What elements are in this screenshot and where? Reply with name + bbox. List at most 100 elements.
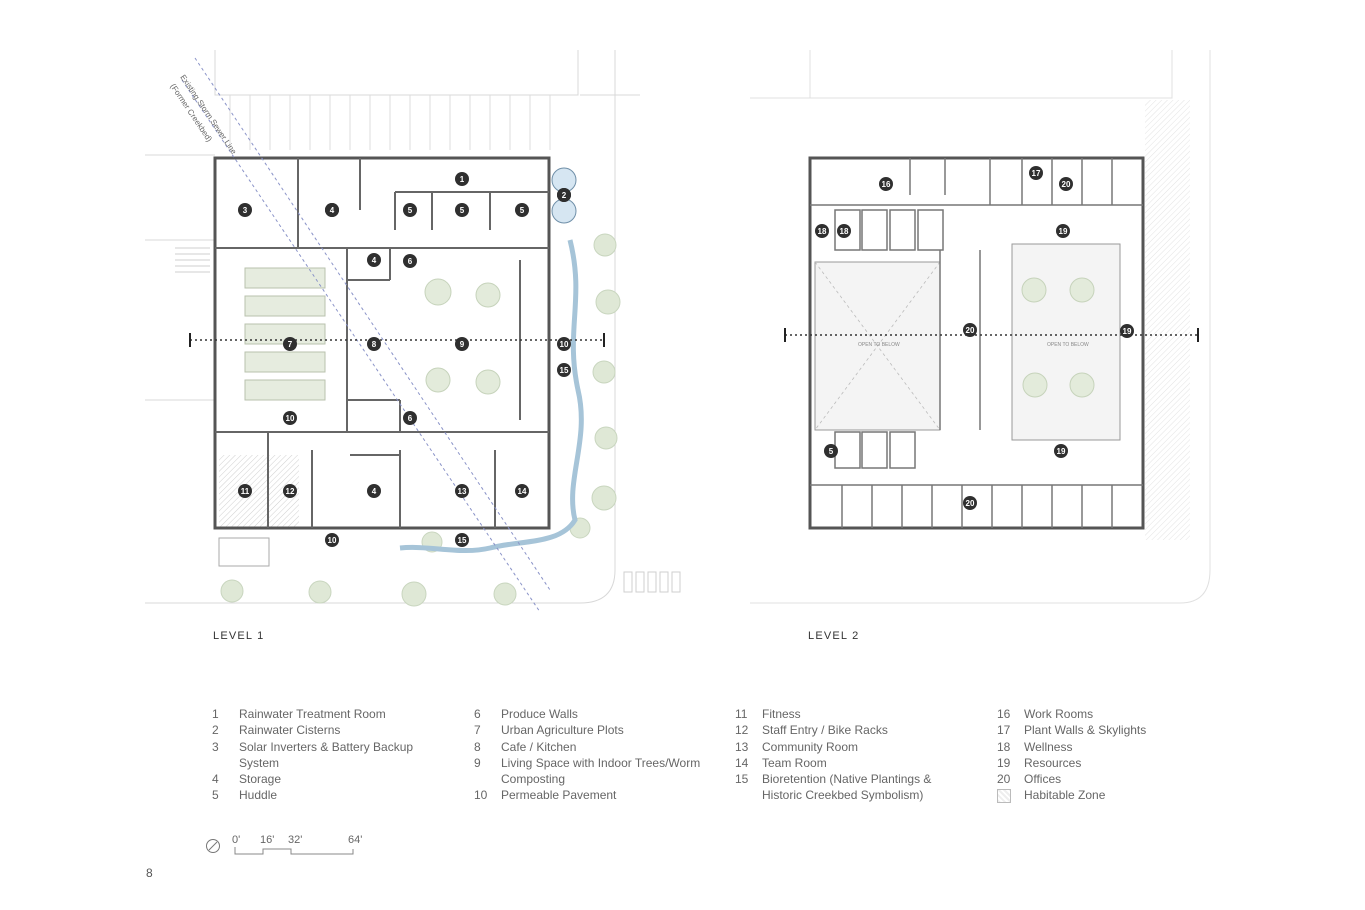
room-marker-label: 18: [840, 227, 849, 236]
room-marker: 1: [455, 172, 469, 186]
legend-item: 20 Offices: [997, 771, 1237, 787]
room-marker: 16: [879, 177, 893, 191]
legend-text: Resources: [1024, 755, 1082, 770]
page-number: 8: [146, 866, 153, 880]
legend-number: 18: [997, 739, 1011, 754]
room-marker: 18: [837, 224, 851, 238]
room-marker: 19: [1056, 224, 1070, 238]
scale-label-16: 16': [260, 834, 275, 846]
legend-number: 19: [997, 755, 1011, 770]
room-marker-label: 20: [966, 326, 975, 335]
legend-text: Offices: [1024, 772, 1062, 787]
legend-text: Rainwater Treatment Room: [239, 707, 386, 721]
level2-title: LEVEL 2: [808, 630, 860, 642]
legend-number: 17: [997, 723, 1011, 738]
legend-text: Huddle: [239, 788, 278, 803]
legend-item: 18 Wellness: [997, 739, 1237, 755]
legend-text: Fitness: [762, 707, 801, 721]
room-marker-label: 8: [372, 340, 377, 349]
room-marker-label: 5: [520, 206, 525, 215]
room-marker: 10: [325, 533, 339, 547]
legend-text: Work Rooms: [1024, 707, 1094, 721]
room-marker: 13: [455, 484, 469, 498]
legend-text: Bioretention (Native Plantings & Histori…: [762, 772, 932, 803]
room-marker-label: 12: [286, 487, 295, 496]
legend-text: Urban Agriculture Plots: [501, 723, 624, 738]
legend-text: Produce Walls: [501, 707, 578, 721]
legend-text: Living Space with Indoor Trees/Worm Comp…: [501, 755, 701, 787]
room-marker-label: 11: [241, 487, 250, 496]
room-marker: 10: [557, 337, 571, 351]
room-marker-label: 3: [243, 206, 248, 215]
legend-item: 7 Urban Agriculture Plots: [474, 722, 714, 738]
legend-item: 8 Cafe / Kitchen: [474, 739, 714, 755]
room-marker-label: 19: [1057, 447, 1066, 456]
room-marker-label: 1: [460, 175, 465, 184]
legend-number: 20: [997, 772, 1011, 787]
legend-number: 1: [212, 707, 219, 721]
bioretention-channel: [399, 239, 584, 554]
site-trees: [220, 233, 621, 607]
legend-number: 11: [735, 707, 748, 721]
room-marker: 9: [455, 337, 469, 351]
legend-text: Cafe / Kitchen: [501, 739, 577, 754]
legend-text: Team Room: [762, 755, 827, 770]
level1-plan: Existing Storm Sewer Line (Former Creekb…: [145, 50, 681, 613]
legend-number: [997, 787, 1024, 807]
legend-text: Storage: [239, 772, 282, 787]
room-marker: 7: [283, 337, 297, 351]
legend-number: 12: [735, 723, 749, 738]
room-marker: 15: [455, 533, 469, 547]
rainwater-cistern: [551, 198, 577, 224]
room-marker-label: 15: [560, 366, 569, 375]
scale-label-32: 32': [288, 834, 303, 846]
legend-item: 4 Storage: [212, 771, 452, 787]
room-marker: 5: [403, 203, 417, 217]
room-marker: 3: [238, 203, 252, 217]
north-arrow-icon: [206, 839, 220, 853]
legend-text: Plant Walls & Skylights: [1024, 723, 1147, 738]
room-marker-label: 10: [560, 340, 569, 349]
legend-number: 7: [474, 723, 481, 738]
legend-number: 8: [474, 739, 481, 754]
room-marker: 5: [455, 203, 469, 217]
legend-number: 4: [212, 772, 219, 787]
room-marker-label: 19: [1123, 327, 1132, 336]
legend-text: Solar Inverters & Battery Backup System: [239, 739, 414, 770]
room-marker-label: 15: [458, 536, 467, 545]
legend-text: Wellness: [1024, 739, 1073, 754]
room-marker: 17: [1029, 166, 1043, 180]
room-marker: 19: [1120, 324, 1134, 338]
legend-number: 13: [735, 739, 749, 754]
room-marker-label: 4: [330, 206, 335, 215]
room-marker-label: 17: [1032, 169, 1041, 178]
level2-room-markers: 5 16 17 18 18 19 19 19 20 20 20: [815, 166, 1134, 510]
room-marker: 20: [963, 323, 977, 337]
room-marker: 18: [815, 224, 829, 238]
room-marker: 10: [283, 411, 297, 425]
habitable-zone-swatch-icon: [997, 789, 1011, 804]
room-marker: 2: [557, 188, 571, 202]
room-marker-label: 5: [829, 447, 834, 456]
room-marker: 20: [963, 496, 977, 510]
legend-item: Habitable Zone: [997, 787, 1237, 807]
room-marker: 12: [283, 484, 297, 498]
legend-item: 13 Community Room: [735, 739, 955, 755]
room-marker: 20: [1059, 177, 1073, 191]
room-marker-label: 10: [286, 414, 295, 423]
room-marker: 4: [367, 484, 381, 498]
legend-text: Community Room: [762, 739, 859, 754]
floor-plans-drawing: Existing Storm Sewer Line (Former Creekb…: [145, 50, 1211, 613]
room-marker: 6: [403, 254, 417, 268]
open-to-below-label: OPEN TO BELOW: [858, 342, 900, 348]
